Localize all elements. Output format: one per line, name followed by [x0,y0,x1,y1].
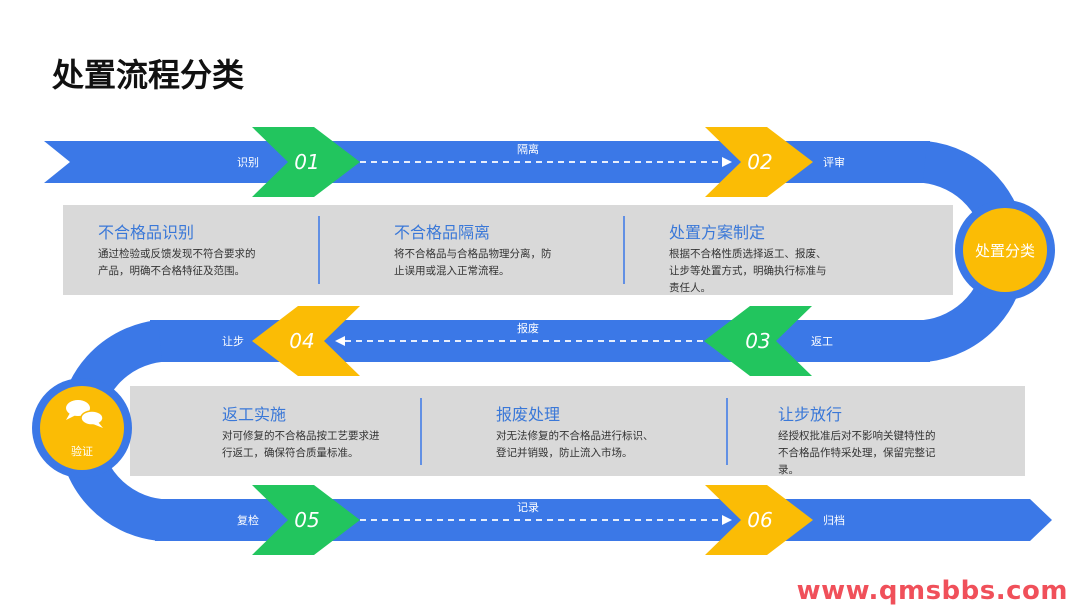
box-title-6: 让步放行 [778,405,843,424]
step-chevron-05 [252,485,360,555]
step-number-05: 05 [294,508,319,532]
box-title-4: 返工实施 [222,405,287,424]
step-number-06: 06 [747,508,772,532]
box-desc-6: 经授权批准后对不影响关键特性的 不合格品作特采处理，保留完整记 录。 [778,428,936,479]
info-panel-bottom [130,386,1025,476]
step-label-05: 复检 [237,513,259,527]
box-desc-line: 对可修复的不合格品按工艺要求进 [222,430,380,442]
box-desc-line: 经授权批准后对不影响关键特性的 [778,430,936,442]
step-number-03: 03 [745,329,770,353]
hub-right [963,208,1047,292]
connector-label-2: 报废 [517,321,539,335]
hub-right-label: 处置分类 [975,242,1035,260]
box-desc-line: 对无法修复的不合格品进行标识、 [496,430,654,442]
box-desc-line: 通过检验或反馈发现不符合要求的 [98,248,256,260]
info-panel-top [63,205,953,295]
step-number-02: 02 [747,150,772,174]
hub-left [40,386,124,470]
step-label-04: 让步 [222,335,244,348]
connector-arrowhead [722,515,732,525]
box-desc-line: 不合格品作特采处理，保留完整记 [778,447,936,459]
box-title-1: 不合格品识别 [98,223,195,242]
connector-label-1: 隔离 [517,142,539,156]
box-desc-1: 通过检验或反馈发现不符合要求的 产品，明确不合格特征及范围。 [98,246,256,280]
step-label-02: 评审 [823,155,845,169]
hub-left-label: 验证 [71,444,93,458]
box-desc-3: 根据不合格性质选择返工、报废、 让步等处置方式，明确执行标准与 责任人。 [669,246,827,297]
step-chevron-01 [252,127,360,197]
connector-arrowhead [335,336,345,346]
step-label-03: 返工 [811,335,833,348]
step-number-01: 01 [294,150,319,174]
step-number-04: 04 [289,329,314,353]
box-desc-line: 止误用或混入正常流程。 [394,265,510,277]
box-desc-2: 将不合格品与合格品物理分离，防 止误用或混入正常流程。 [394,246,552,280]
chat-bubbles-icon [66,400,104,428]
box-desc-line: 将不合格品与合格品物理分离，防 [394,248,552,260]
step-chevron-02 [705,127,813,197]
box-desc-line: 产品，明确不合格特征及范围。 [98,265,245,277]
step-chevron-04 [252,306,360,376]
connector-arrowhead [722,157,732,167]
box-title-5: 报废处理 [496,405,561,424]
connector-label-3: 记录 [517,501,539,514]
box-desc-5: 对无法修复的不合格品进行标识、 登记并销毁，防止流入市场。 [496,428,654,462]
box-title-3: 处置方案制定 [669,223,766,242]
step-label-06: 归档 [823,513,845,527]
page-title: 处置流程分类 [52,56,245,94]
step-chevron-03 [704,306,812,376]
box-title-2: 不合格品隔离 [394,223,491,242]
box-desc-line: 登记并销毁，防止流入市场。 [496,447,633,459]
box-desc-line: 责任人。 [669,282,711,294]
step-chevron-06 [705,485,813,555]
box-desc-line: 让步等处置方式，明确执行标准与 [669,265,827,277]
box-desc-line: 行返工，确保符合质量标准。 [222,447,359,459]
watermark: www.qmsbbs.com [796,576,1068,606]
box-desc-4: 对可修复的不合格品按工艺要求进 行返工，确保符合质量标准。 [222,428,380,462]
box-desc-line: 录。 [778,464,799,476]
box-desc-line: 根据不合格性质选择返工、报废、 [669,248,827,260]
step-label-01: 识别 [237,156,259,169]
